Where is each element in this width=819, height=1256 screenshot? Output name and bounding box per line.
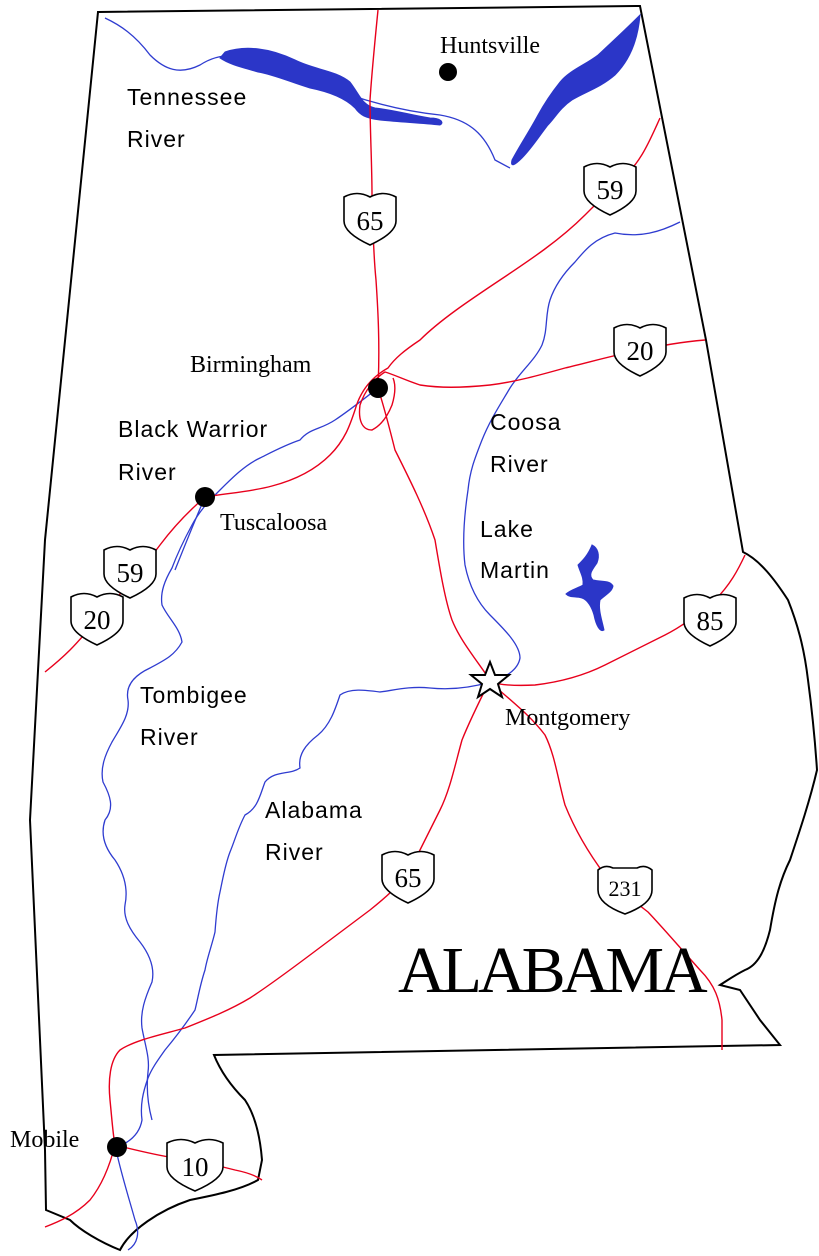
shield-i65-north-number: 65	[357, 206, 384, 236]
roads	[44, 9, 746, 1228]
state-border	[28, 4, 819, 1252]
i20-road	[358, 339, 706, 431]
tennessee-river-label-1: Tennessee	[127, 84, 247, 110]
lake-martin-label-2: Martin	[480, 557, 550, 583]
shield-us231-number: 231	[609, 876, 642, 901]
coosa-river-line	[463, 221, 681, 683]
shield-us231: 231	[597, 865, 653, 915]
shield-i59-southwest: 59	[103, 545, 157, 599]
highway-shields: 65 59 20 59 20 85 65 231	[70, 162, 737, 1192]
shield-i65-north: 65	[343, 192, 397, 246]
mobile-dot	[107, 1137, 127, 1157]
black-warrior-river-label-2: River	[118, 459, 177, 485]
mobile-label: Mobile	[10, 1127, 79, 1153]
tennessee-river-lake	[219, 47, 443, 126]
huntsville-dot	[439, 63, 457, 81]
shield-i20-east: 20	[613, 323, 667, 377]
huntsville-label: Huntsville	[440, 33, 540, 59]
lake-martin-shape	[565, 544, 614, 632]
tombigee-river-label-2: River	[140, 724, 199, 750]
state-title: ALABAMA	[398, 934, 708, 1007]
coosa-river-label-2: River	[490, 451, 549, 477]
montgomery-capital-star-icon	[468, 659, 512, 700]
shield-i59-north: 59	[583, 162, 637, 216]
tombigee-river-label-1: Tombigee	[140, 682, 248, 708]
black-warrior-river-line	[101, 387, 379, 1121]
birmingham-dot	[368, 378, 388, 398]
lake-martin-label-1: Lake	[480, 516, 534, 542]
shield-i10: 10	[166, 1138, 224, 1192]
birmingham-label: Birmingham	[190, 352, 312, 378]
shield-i85-number: 85	[697, 606, 724, 636]
shield-i59-north-number: 59	[597, 175, 624, 205]
shield-i59-southwest-number: 59	[117, 558, 144, 588]
city-markers	[107, 63, 512, 1157]
tuscaloosa-dot	[195, 487, 215, 507]
shield-i20-southwest: 20	[70, 592, 124, 646]
tuscaloosa-label: Tuscaloosa	[220, 510, 327, 536]
coosa-river-label-1: Coosa	[490, 409, 561, 435]
shield-i65-south-number: 65	[395, 863, 422, 893]
mobile-river-line	[114, 1144, 139, 1251]
tennessee-river-label-2: River	[127, 126, 186, 152]
alabama-river-label-1: Alabama	[265, 797, 363, 823]
tombigee-river-line	[174, 496, 206, 571]
i65-road	[44, 9, 491, 1228]
lakes	[219, 13, 641, 632]
guntersville-lake	[511, 13, 641, 166]
city-labels: Huntsville Birmingham Tuscaloosa Montgom…	[10, 33, 630, 1153]
shield-i65-south: 65	[381, 850, 435, 904]
shield-i20-east-number: 20	[627, 336, 654, 366]
river-labels: Tennessee River Black Warrior River Coos…	[118, 84, 561, 865]
black-warrior-river-label-1: Black Warrior	[118, 416, 268, 442]
shield-i10-number: 10	[182, 1152, 209, 1182]
montgomery-label: Montgomery	[505, 705, 630, 731]
alabama-river-label-2: River	[265, 839, 324, 865]
shield-i85: 85	[683, 593, 737, 647]
shield-i20-southwest-number: 20	[84, 605, 111, 635]
alabama-river-line	[121, 681, 491, 1146]
